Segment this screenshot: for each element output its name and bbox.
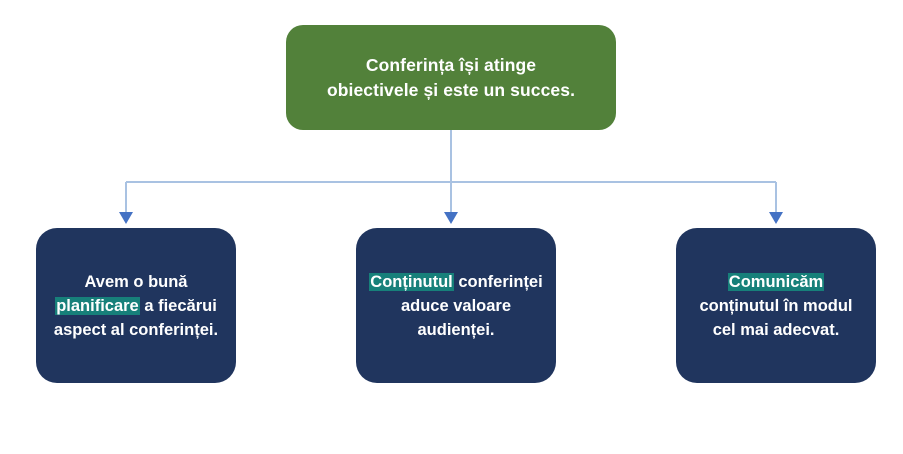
node-leaf-3-label: Comunicăm conținutul în modul cel mai ad… (676, 270, 876, 342)
node-leaf-1-label: Avem o bună planificare a fiecărui aspec… (36, 270, 236, 342)
node-root-line-2: obiectivele și este un succes. (326, 79, 576, 100)
node-leaf-continutul[interactable]: Conținutul conferinței aduce valoare aud… (356, 228, 556, 383)
node-root-conference-success[interactable]: Conferința își atinge obiectivele și est… (286, 25, 616, 130)
node-root-label: Conferința își atinge obiectivele și est… (313, 53, 589, 103)
node-leaf-2-segment-1: conferinței aduce valoare audienței. (400, 272, 543, 339)
arrowhead-icon-leaf-3 (769, 212, 783, 224)
node-leaf-1-segment-0: Avem o bună (84, 272, 188, 291)
node-leaf-2-highlight-continutul: Conținutul (369, 272, 454, 291)
arrowhead-icon-leaf-2 (444, 212, 458, 224)
node-leaf-planificare[interactable]: Avem o bună planificare a fiecărui aspec… (36, 228, 236, 383)
node-leaf-2-label: Conținutul conferinței aduce valoare aud… (356, 270, 556, 342)
node-leaf-1-highlight-planificare: planificare (55, 296, 140, 315)
node-leaf-3-highlight-comunicam: Comunicăm (727, 272, 825, 291)
node-leaf-3-segment-1: conținutul în modul cel mai adecvat. (699, 296, 853, 339)
node-leaf-1-segment-2: a fiecărui aspect al conferinței. (53, 296, 219, 339)
node-leaf-comunicam[interactable]: Comunicăm conținutul în modul cel mai ad… (676, 228, 876, 383)
node-root-line-1: Conferința își atinge (365, 54, 537, 75)
arrowhead-icon-leaf-1 (119, 212, 133, 224)
